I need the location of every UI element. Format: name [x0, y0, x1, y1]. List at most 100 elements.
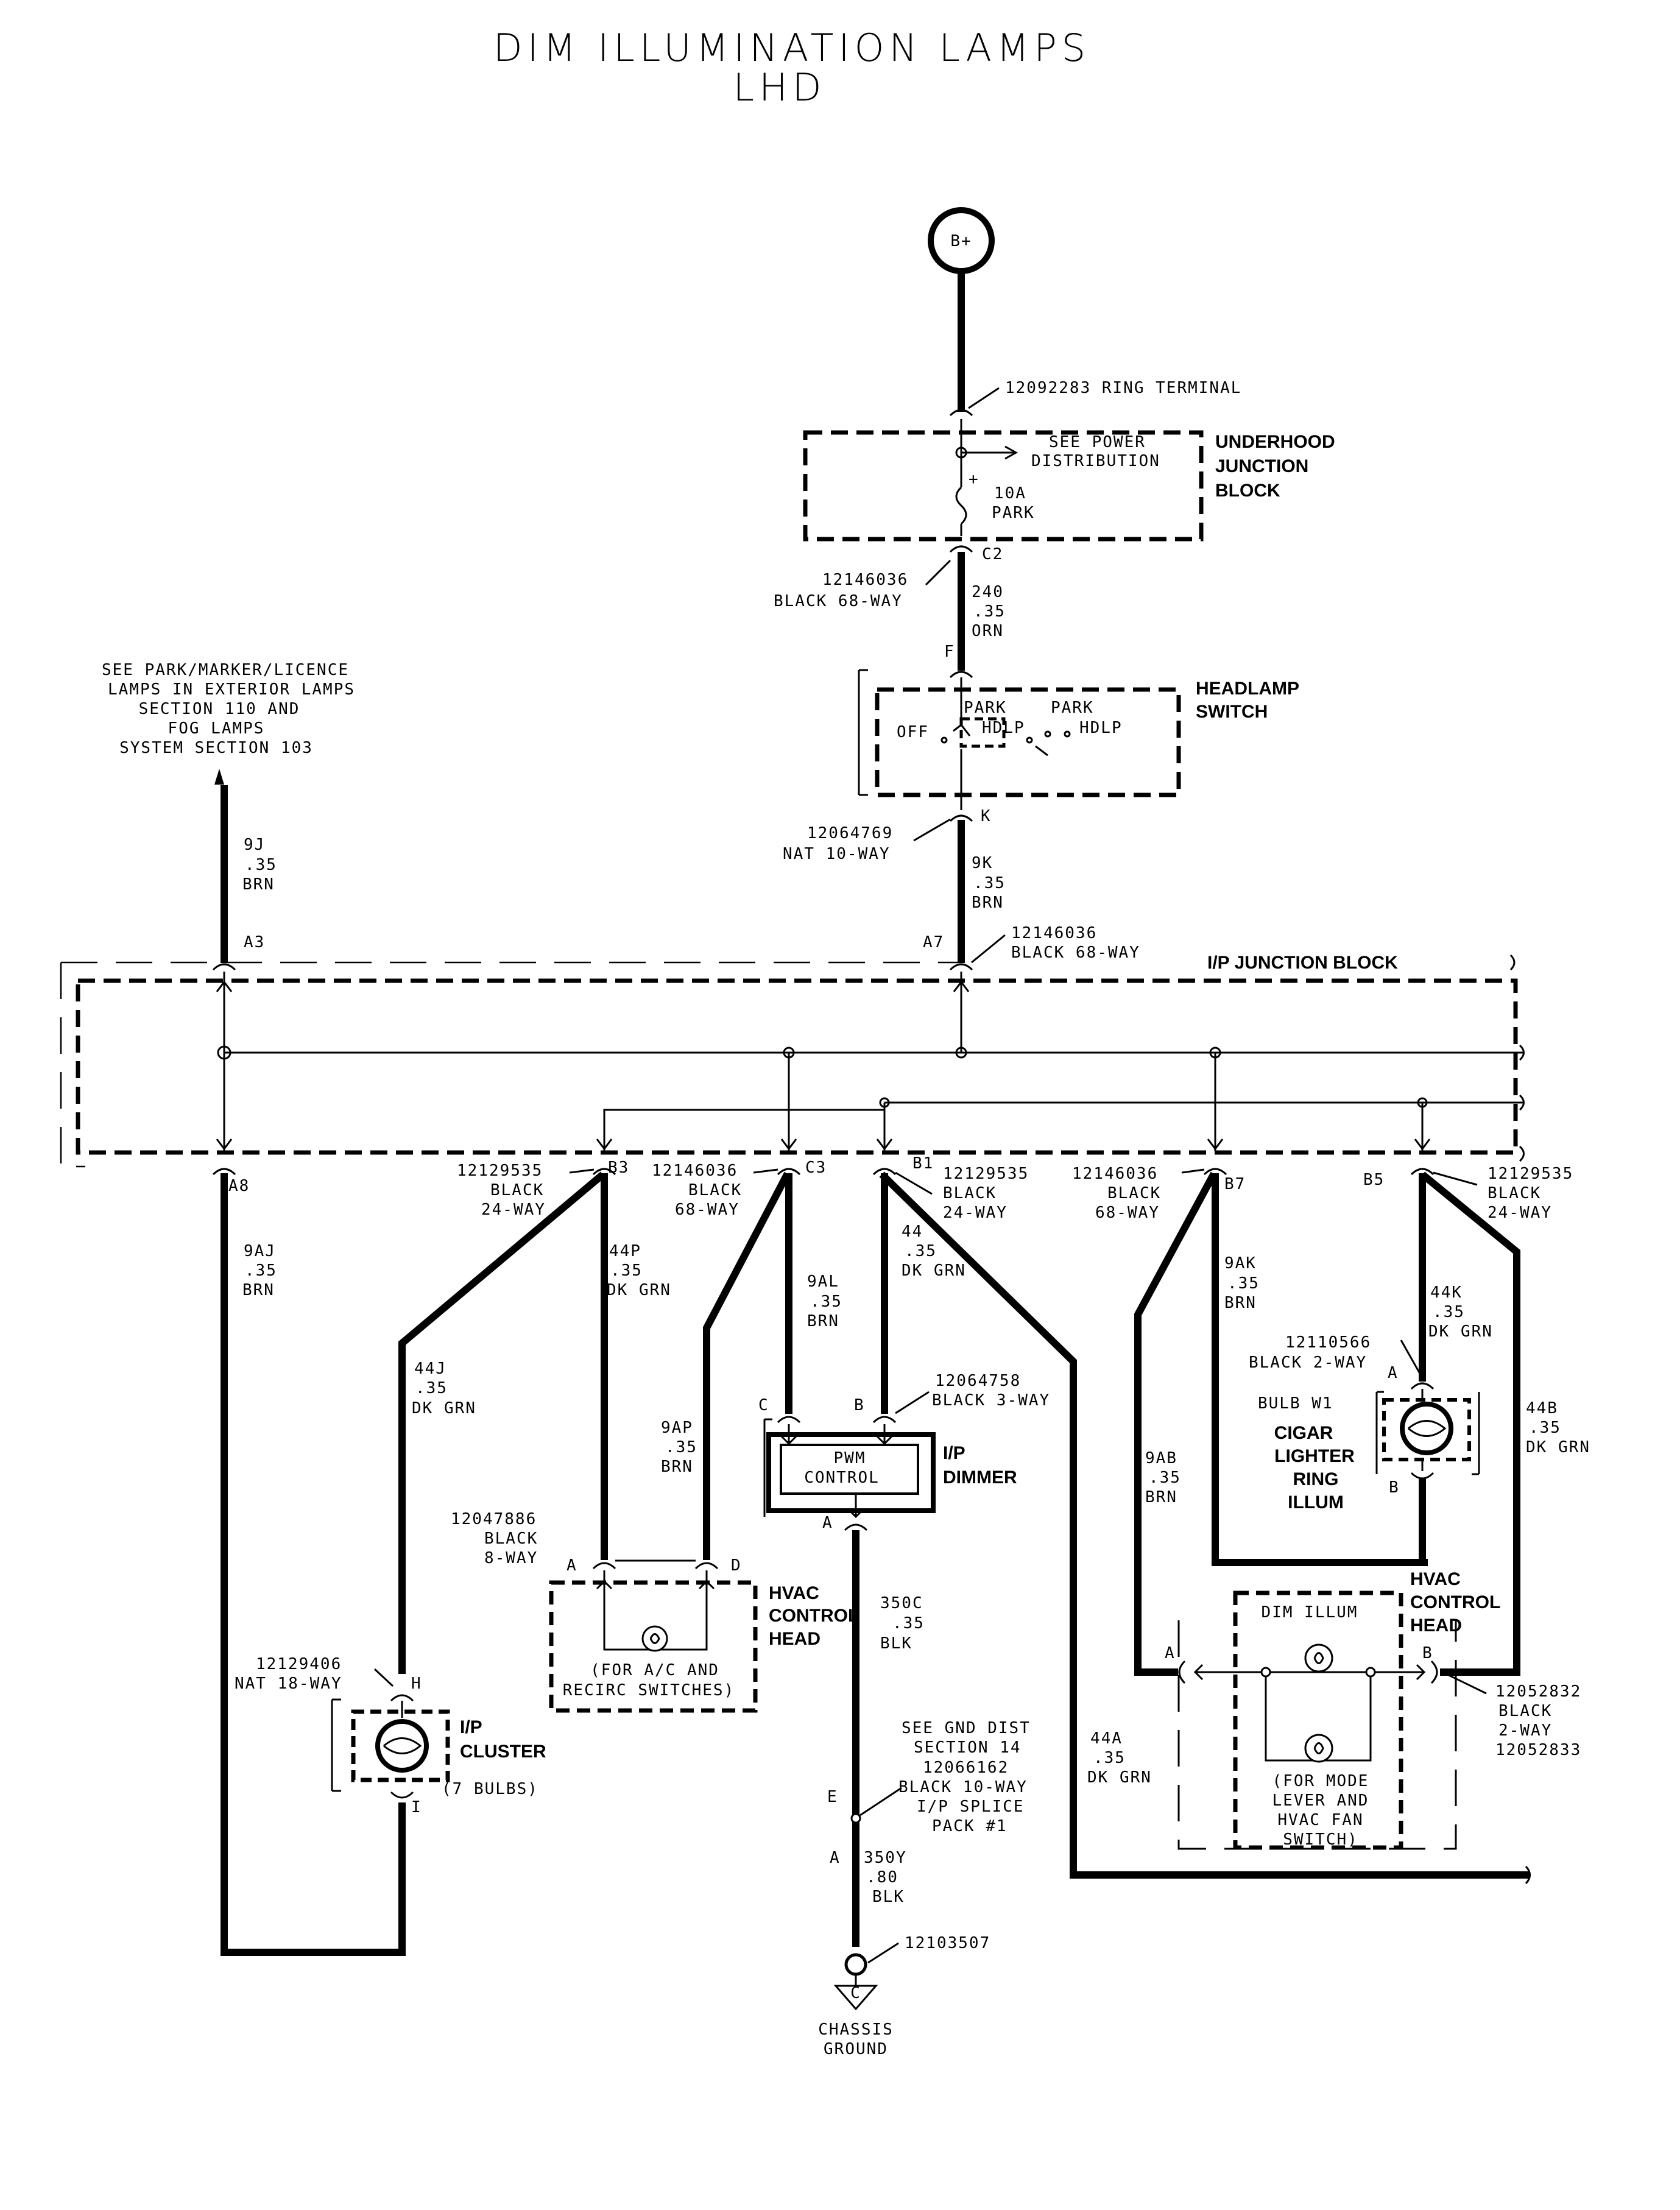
cigar-name-4: ILLUM — [1288, 1492, 1344, 1513]
c2-part-1: 12146036 — [822, 571, 908, 589]
arrow-b5 — [1414, 1139, 1431, 1151]
cigar-lighter-lamp — [1382, 1398, 1471, 1461]
hvac-right-bracket — [1177, 1620, 1457, 1850]
hvac-right-part-2: BLACK — [1498, 1702, 1552, 1720]
diagram-subtitle: LHD — [733, 65, 827, 110]
cluster-bulbs: (7 BULBS) — [442, 1780, 538, 1798]
cigar-name-1: CIGAR — [1274, 1423, 1333, 1443]
ip-arrow-a7 — [953, 980, 970, 992]
wire-44b-size: .35 — [1529, 1419, 1561, 1437]
hvac-right-connector-b — [1430, 1660, 1438, 1684]
switch-hdlp-2: HDLP — [1079, 719, 1123, 737]
hvac-right-pin-a: A — [1165, 1644, 1176, 1662]
wire-44b-id: 44B — [1526, 1399, 1558, 1417]
wire-9aj-size: .35 — [245, 1262, 277, 1280]
hvac-right-note-1: (FOR MODE — [1272, 1772, 1369, 1790]
wire-9k-size: .35 — [973, 874, 1006, 892]
wire-44a-break — [1525, 1865, 1531, 1885]
switch-off: OFF — [897, 723, 929, 741]
wire-44-b1-color: DK GRN — [902, 1262, 966, 1280]
see-park-line5: SYSTEM SECTION 103 — [119, 739, 313, 757]
arrow-up-icon — [214, 769, 224, 785]
gnd-pin-a: A — [830, 1849, 841, 1867]
bulb-filament — [1313, 1742, 1324, 1754]
wire-44p-id: 44P — [609, 1242, 641, 1260]
hvac-right-connector-a — [1178, 1660, 1186, 1684]
wire-9aj-color: BRN — [242, 1281, 275, 1299]
dimmer-part-2: BLACK 3-WAY — [932, 1391, 1050, 1410]
switch-contact-3 — [1064, 730, 1071, 738]
cigar-bracket-left — [1375, 1391, 1384, 1474]
ip-pin-a3: A3 — [244, 933, 265, 951]
c3-connector — [777, 1168, 801, 1176]
ground-ring-terminal — [844, 1953, 867, 1976]
a7-part-1: 12146036 — [1011, 924, 1097, 942]
c3-part-3: 68-WAY — [675, 1201, 739, 1219]
wire-9aj — [221, 1173, 406, 1956]
arrow-a8 — [216, 1139, 233, 1151]
b5-part-3: 24-WAY — [1488, 1204, 1552, 1222]
hvac-left-connector-a — [592, 1562, 616, 1570]
switch-contact-hdlp — [1044, 730, 1051, 738]
ip-block-outer-left — [60, 962, 85, 1168]
hvac-control-head-right — [1233, 1590, 1403, 1850]
arrow-c3 — [780, 1139, 797, 1151]
wire-44j-id: 44J — [414, 1360, 446, 1378]
cigar-connector-top — [1410, 1382, 1435, 1390]
b5-leader — [1433, 1171, 1478, 1186]
wire-44j-color: DK GRN — [412, 1399, 476, 1417]
cluster-bracket — [331, 1698, 341, 1792]
cluster-connector-h — [390, 1694, 414, 1702]
battery-symbol: B+ — [928, 207, 995, 274]
b7-leader — [1181, 1168, 1205, 1174]
dimmer-pin-c: C — [758, 1396, 769, 1414]
a7-part-2: BLACK 68-WAY — [1011, 944, 1140, 962]
hvac-left-note-1: (FOR A/C AND — [590, 1661, 719, 1679]
gnd-line2: SECTION 14 — [914, 1739, 1022, 1757]
cigar-bulb: BULB W1 — [1258, 1394, 1333, 1413]
hvac-right-dim-illum: DIM ILLUM — [1262, 1603, 1358, 1622]
underhood-plus: + — [969, 470, 979, 489]
splice-a7 — [955, 1047, 967, 1059]
switch-connector-top — [949, 671, 973, 679]
cigar-pin-a: A — [1388, 1364, 1399, 1382]
ip-bus-b3 — [603, 1109, 884, 1151]
wire-9ap — [703, 1171, 791, 1560]
switch-park-1: PARK — [964, 699, 1007, 717]
ring-terminal-connector — [949, 409, 973, 417]
bulb-filament — [1313, 1652, 1324, 1664]
wire-9ab — [1134, 1171, 1218, 1676]
switch-park-2: PARK — [1051, 699, 1094, 717]
wire-44k-size: .35 — [1433, 1303, 1465, 1321]
gnd-line6: PACK #1 — [932, 1817, 1008, 1835]
wire-9ab-id: 9AB — [1145, 1449, 1177, 1467]
wire-44j — [398, 1171, 605, 1674]
wire-44k-id: 44K — [1430, 1283, 1463, 1302]
wire-44-b1-size: .35 — [905, 1242, 937, 1260]
hvac-right-name-2: CONTROL — [1410, 1592, 1500, 1612]
b7-part-3: 68-WAY — [1095, 1204, 1160, 1222]
dimmer-connector-b — [872, 1416, 897, 1424]
see-park-line2: LAMPS IN EXTERIOR LAMPS — [108, 680, 355, 699]
ground-terminal-leader — [867, 1942, 899, 1964]
wire-44p-size: .35 — [610, 1262, 643, 1280]
hvac-right-splice-right — [1365, 1667, 1376, 1678]
cigar-name-3: RING — [1293, 1469, 1339, 1489]
c2-connector — [949, 545, 973, 553]
bulb-icon — [641, 1625, 668, 1652]
cigar-pin-b: B — [1389, 1478, 1400, 1497]
hvac-left-part-3: 8-WAY — [484, 1549, 538, 1567]
see-park-line4: FOG LAMPS — [168, 719, 265, 738]
hvac-left-pin-d: D — [731, 1556, 742, 1575]
wire-44-b1-id: 44 — [902, 1223, 923, 1241]
b3-part-3: 24-WAY — [481, 1201, 546, 1219]
ip-pin-b7: B7 — [1224, 1175, 1246, 1193]
switch-name-2: SWITCH — [1196, 702, 1268, 722]
switch-connector-bottom — [949, 814, 973, 822]
wire-350y-size: .80 — [866, 1868, 898, 1887]
underhood-name-1: UNDERHOOD — [1215, 432, 1335, 452]
ip-pin-b1: B1 — [912, 1154, 934, 1173]
cigar-part-2: BLACK 2-WAY — [1249, 1354, 1367, 1372]
hvac-left-connector-d — [694, 1562, 719, 1570]
fuse-symbol — [955, 486, 967, 525]
